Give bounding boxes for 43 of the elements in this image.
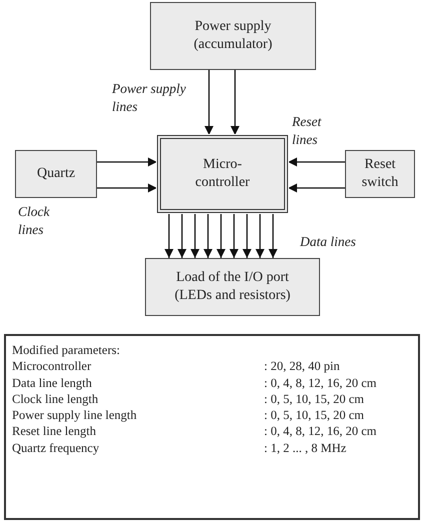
node-label: Micro- controller — [194, 156, 251, 192]
node-label: Load of the I/O port (LEDs and resistors) — [174, 268, 292, 305]
parameter-name: Data line length — [12, 374, 93, 391]
parameter-values: : 1, 2 ... , 8 MHz — [264, 440, 346, 456]
arrow — [204, 213, 212, 258]
line-label: Power supply lines — [112, 80, 187, 116]
arrow — [97, 158, 157, 166]
line-label: Clock lines — [18, 203, 51, 238]
node-label: Power supply (accumulator) — [192, 18, 274, 54]
parameter-name: Microcontroller — [12, 358, 92, 374]
line-label: Reset lines — [292, 113, 322, 148]
arrow — [268, 213, 278, 258]
arrow — [164, 213, 174, 258]
arrow — [216, 213, 226, 258]
line-label: Data lines — [300, 233, 357, 251]
node-label: Reset switch — [360, 156, 400, 192]
arrow — [178, 213, 186, 258]
load-box — [145, 258, 320, 316]
quartz-box — [15, 150, 97, 198]
arrow — [256, 213, 264, 258]
reset-switch-box — [345, 150, 415, 198]
arrow — [230, 213, 238, 258]
arrow — [288, 184, 345, 192]
table-heading: Modified parameters: — [12, 342, 121, 358]
parameter-values: : 0, 5, 10, 15, 20 cm — [264, 390, 364, 407]
parameter-values: : 20, 28, 40 pin — [264, 358, 340, 374]
parameter-name: Clock line length — [12, 390, 100, 407]
parameter-values: : 0, 5, 10, 15, 20 cm — [264, 407, 364, 424]
parameter-name: Power supply line length — [12, 407, 138, 424]
power-supply-box — [150, 2, 316, 70]
arrow — [204, 70, 214, 135]
arrow — [190, 213, 200, 258]
parameter-name: Quartz frequency — [12, 440, 100, 456]
arrow — [97, 184, 157, 192]
node-label: Quartz — [36, 164, 76, 183]
arrow — [230, 70, 240, 135]
parameters-table — [4, 334, 420, 520]
parameter-name: Reset line length — [12, 423, 98, 440]
arrow — [288, 158, 345, 166]
parameter-values: : 0, 4, 8, 12, 16, 20 cm — [264, 423, 376, 440]
microcontroller-box — [157, 135, 288, 213]
arrow — [242, 213, 252, 258]
parameter-values: : 0, 4, 8, 12, 16, 20 cm — [264, 374, 376, 391]
